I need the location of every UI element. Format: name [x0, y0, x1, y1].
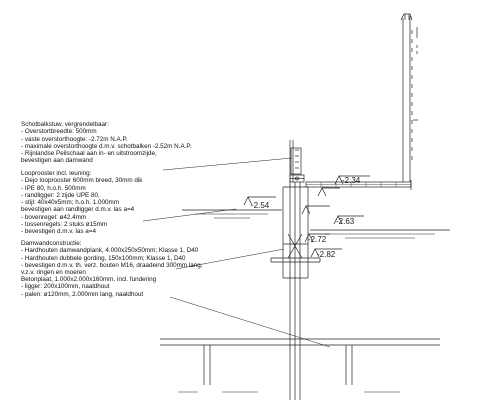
note-line: - vaste overstorthoogte: -2.72m N.A.P. [21, 135, 128, 143]
leader-lines [142, 157, 331, 348]
note-line: - maximale overstorthoogte d.m.v. schotb… [21, 142, 192, 150]
note-stoplog-weir: Schotbalkstuw, vergrendelbaar: - Oversto… [21, 121, 281, 165]
sheet-pile-wall [270, 182, 321, 400]
note-line: - bevestigen d.m.v. las a=4 [21, 228, 96, 236]
note-line: - palen: ø120mm, 2.000mm lang, naaldhout [21, 290, 144, 298]
walkway-grating [305, 180, 412, 190]
note-line: v.z.v. ringen en moeren [21, 269, 86, 277]
note-title: Schotbalkstuw, vergrendelbaar: [21, 121, 109, 128]
note-title: Betonplaat, 1.000x2.000x160mm, incl. fun… [21, 276, 157, 283]
note-line: - tussenregels: 2 stuks ø15mm [21, 221, 108, 229]
note-line: bevestigen aan randligger d.m.v. las a=4 [21, 206, 135, 214]
water-levels [182, 209, 450, 239]
note-line: - bovenregel: ø42.4mm [21, 213, 87, 221]
level-label-b: -2.54 [251, 201, 270, 210]
note-line: - bevestigen d.m.v. th. verz. bouten M16… [21, 261, 203, 269]
note-sheet-pile: Damwandconstructie: - Hardhouten damwand… [21, 240, 281, 276]
note-line: - Overstortbreedte: 500mm [21, 128, 97, 136]
level-label-a: -2.34 [342, 176, 361, 185]
note-line: - stijl: 40x40x5mm; h.o.h. 1.000mm [21, 199, 119, 207]
note-concrete-slab: Betonplaat, 1.000x2.000x160mm, incl. fun… [21, 276, 281, 298]
note-line: - ligger: 200x100mm, naaldhout [21, 283, 110, 291]
level-label-e: -2.82 [317, 250, 336, 259]
note-line: - Dejo looprooster 600mm breed, 30mm dik [21, 177, 143, 185]
note-line: - Rijnlandse Peilschaal aan in- en uitst… [21, 150, 157, 158]
level-markers [243, 175, 370, 258]
level-label-d: -2.72 [308, 235, 327, 244]
stoplog-weir [289, 140, 305, 183]
note-title: Looprooster incl. leuning: [21, 170, 92, 177]
railing [400, 13, 418, 182]
concrete-slab [160, 338, 440, 393]
note-line: - Hardhouten damwandplank, 4.000x250x50m… [21, 247, 199, 255]
note-line: - Hardhouten dubbele gording, 150x100mm;… [21, 254, 186, 262]
note-line: bevestigen aan damwand [21, 157, 93, 165]
note-title: Damwandconstructie: [21, 240, 82, 247]
level-label-c: -2.63 [336, 217, 355, 226]
note-walkway: Looprooster incl. leuning: - Dejo loopro… [21, 170, 281, 236]
note-line: - randligger: 2 zijde UPE 80, [21, 191, 100, 199]
note-line: - IPE 80, h.o.h. 500mm [21, 184, 86, 192]
